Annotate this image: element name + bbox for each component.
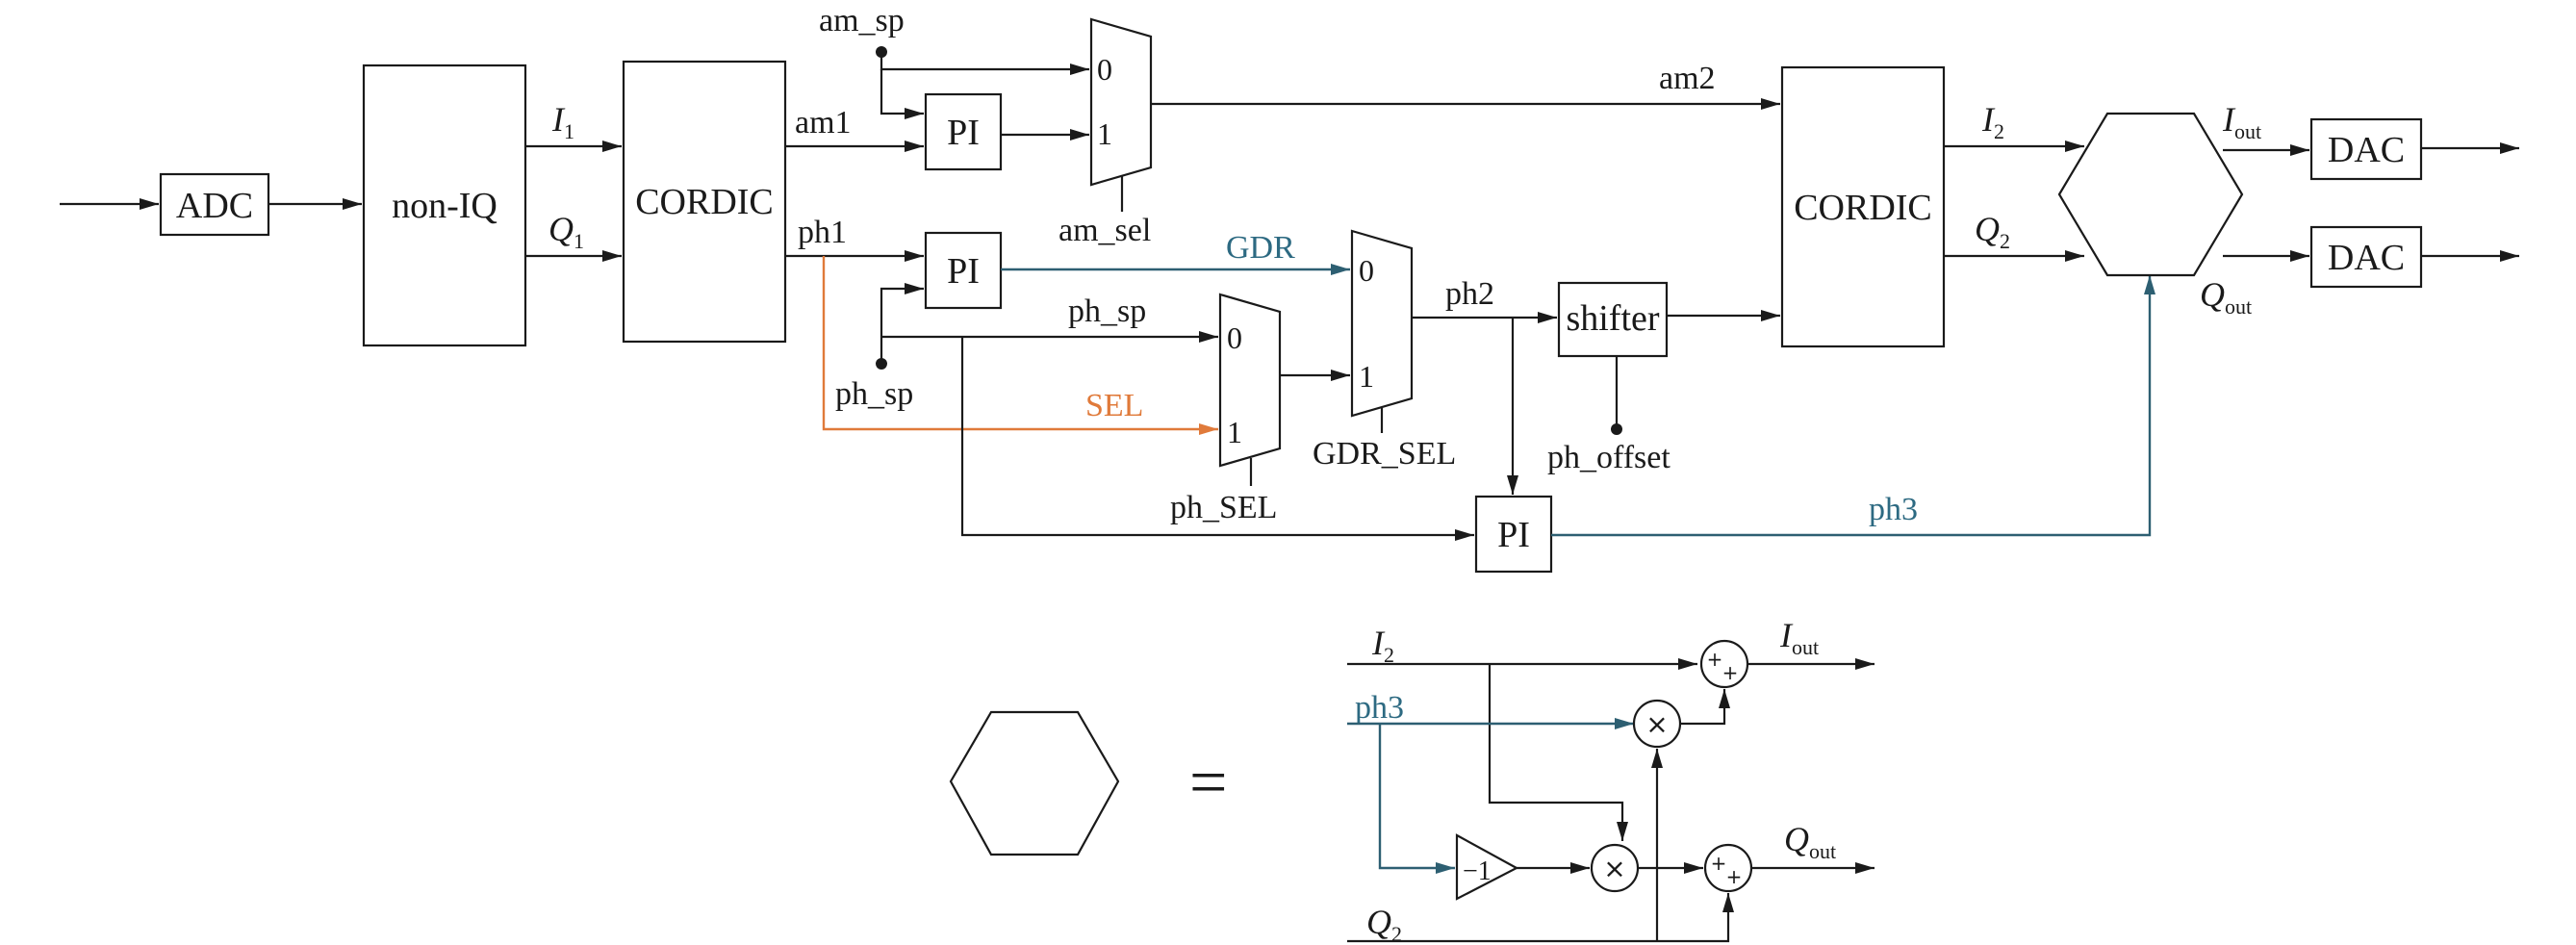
noniq-label: non-IQ	[392, 186, 497, 226]
am2-label: am2	[1659, 61, 1716, 96]
ph3-wire	[1551, 275, 2155, 537]
ph-sp-to-bottom-pi-wire	[960, 337, 1474, 541]
legend-qout-label: Qout	[1784, 820, 1836, 863]
dac2-block	[2309, 225, 2423, 289]
legend-equals: =	[1189, 746, 1227, 820]
dac1-block	[2309, 117, 2423, 181]
am-sp-label: am_sp	[819, 3, 905, 38]
legend-mul-top-symbol: ×	[1645, 708, 1668, 740]
cordic2-label: CORDIC	[1794, 188, 1932, 228]
iout-label: Iout	[2222, 100, 2261, 143]
am-sp-to-mux-wire	[880, 52, 1089, 75]
legend-q2-wire	[1347, 893, 1734, 943]
sel-wire	[822, 256, 1218, 435]
am-sp-to-pi-wire	[880, 69, 924, 119]
gdr-mux-in0: 0	[1359, 253, 1374, 288]
shifter-block	[1557, 281, 1669, 358]
ph-mux	[1218, 293, 1282, 468]
i2-label: I2	[1981, 100, 2004, 143]
legend-hexagon	[949, 710, 1120, 856]
gdr-mux	[1350, 229, 1414, 418]
ph-sel-label: ph_SEL	[1170, 490, 1277, 525]
am-mux-in1: 1	[1097, 116, 1112, 151]
ph-offset-node	[1611, 423, 1622, 435]
legend-ph3-label: ph3	[1355, 690, 1404, 726]
legend-iout-label: Iout	[1779, 616, 1819, 659]
legend-multop-to-addtop-wire	[1680, 689, 1730, 726]
am-mux-in0: 0	[1097, 52, 1112, 87]
rotator-hexagon	[2057, 112, 2244, 277]
ph2-label: ph2	[1445, 276, 1494, 312]
ph-mux-in1: 1	[1227, 415, 1242, 449]
legend-mul-bottom-symbol: ×	[1603, 853, 1625, 884]
q2-label: Q2	[1975, 210, 2010, 253]
pi-ph-label: PI	[947, 251, 980, 292]
legend-add-top-plus2: +	[1722, 661, 1739, 684]
i1-label: I1	[551, 100, 574, 143]
gdr-mux-in1: 1	[1359, 359, 1374, 394]
pi-ph-block	[924, 231, 1003, 310]
ph-sp-to-pi-wire	[880, 283, 924, 364]
legend-add-top-plus1: +	[1707, 648, 1723, 671]
gdr-label: GDR	[1226, 230, 1295, 266]
am1-label: am1	[795, 105, 852, 140]
adc-label: ADC	[176, 186, 253, 226]
cordic2-block	[1780, 65, 1946, 348]
ph-sp-low-label: ph_sp	[835, 376, 913, 412]
ph3-label: ph3	[1869, 492, 1918, 527]
legend-q2-label: Q2	[1366, 903, 1402, 945]
qout-label: Qout	[2200, 275, 2252, 319]
cordic1-block	[622, 60, 787, 344]
sel-label: SEL	[1085, 388, 1143, 423]
q1-label: Q1	[548, 210, 584, 253]
legend-negate-label: −1	[1463, 856, 1492, 886]
am-sel-label: am_sel	[1058, 213, 1151, 248]
legend-ph3-drop-wire	[1378, 724, 1455, 874]
legend-add-bottom-plus1: +	[1711, 852, 1727, 875]
am-mux	[1089, 17, 1153, 187]
shifter-label: shifter	[1566, 298, 1659, 339]
legend-i2-drop-wire	[1488, 664, 1628, 841]
ph-offset-label: ph_offset	[1547, 440, 1671, 475]
ph-sp-mid-label: ph_sp	[1068, 294, 1146, 329]
cordic1-label: CORDIC	[635, 182, 774, 222]
dac1-label: DAC	[2328, 130, 2405, 170]
dac2-label: DAC	[2328, 238, 2405, 278]
legend-add-bottom-plus2: +	[1726, 865, 1743, 888]
ph-mux-in0: 0	[1227, 320, 1242, 355]
pi-am-label: PI	[947, 113, 980, 153]
ph1-label: ph1	[798, 215, 847, 250]
noniq-block	[362, 64, 527, 347]
pi-bottom-label: PI	[1497, 515, 1530, 555]
legend-negate-block	[1455, 833, 1519, 901]
pi-am-block	[924, 92, 1003, 171]
gdr-sel-label: GDR_SEL	[1313, 436, 1456, 472]
legend-i2-label: I2	[1371, 624, 1394, 667]
